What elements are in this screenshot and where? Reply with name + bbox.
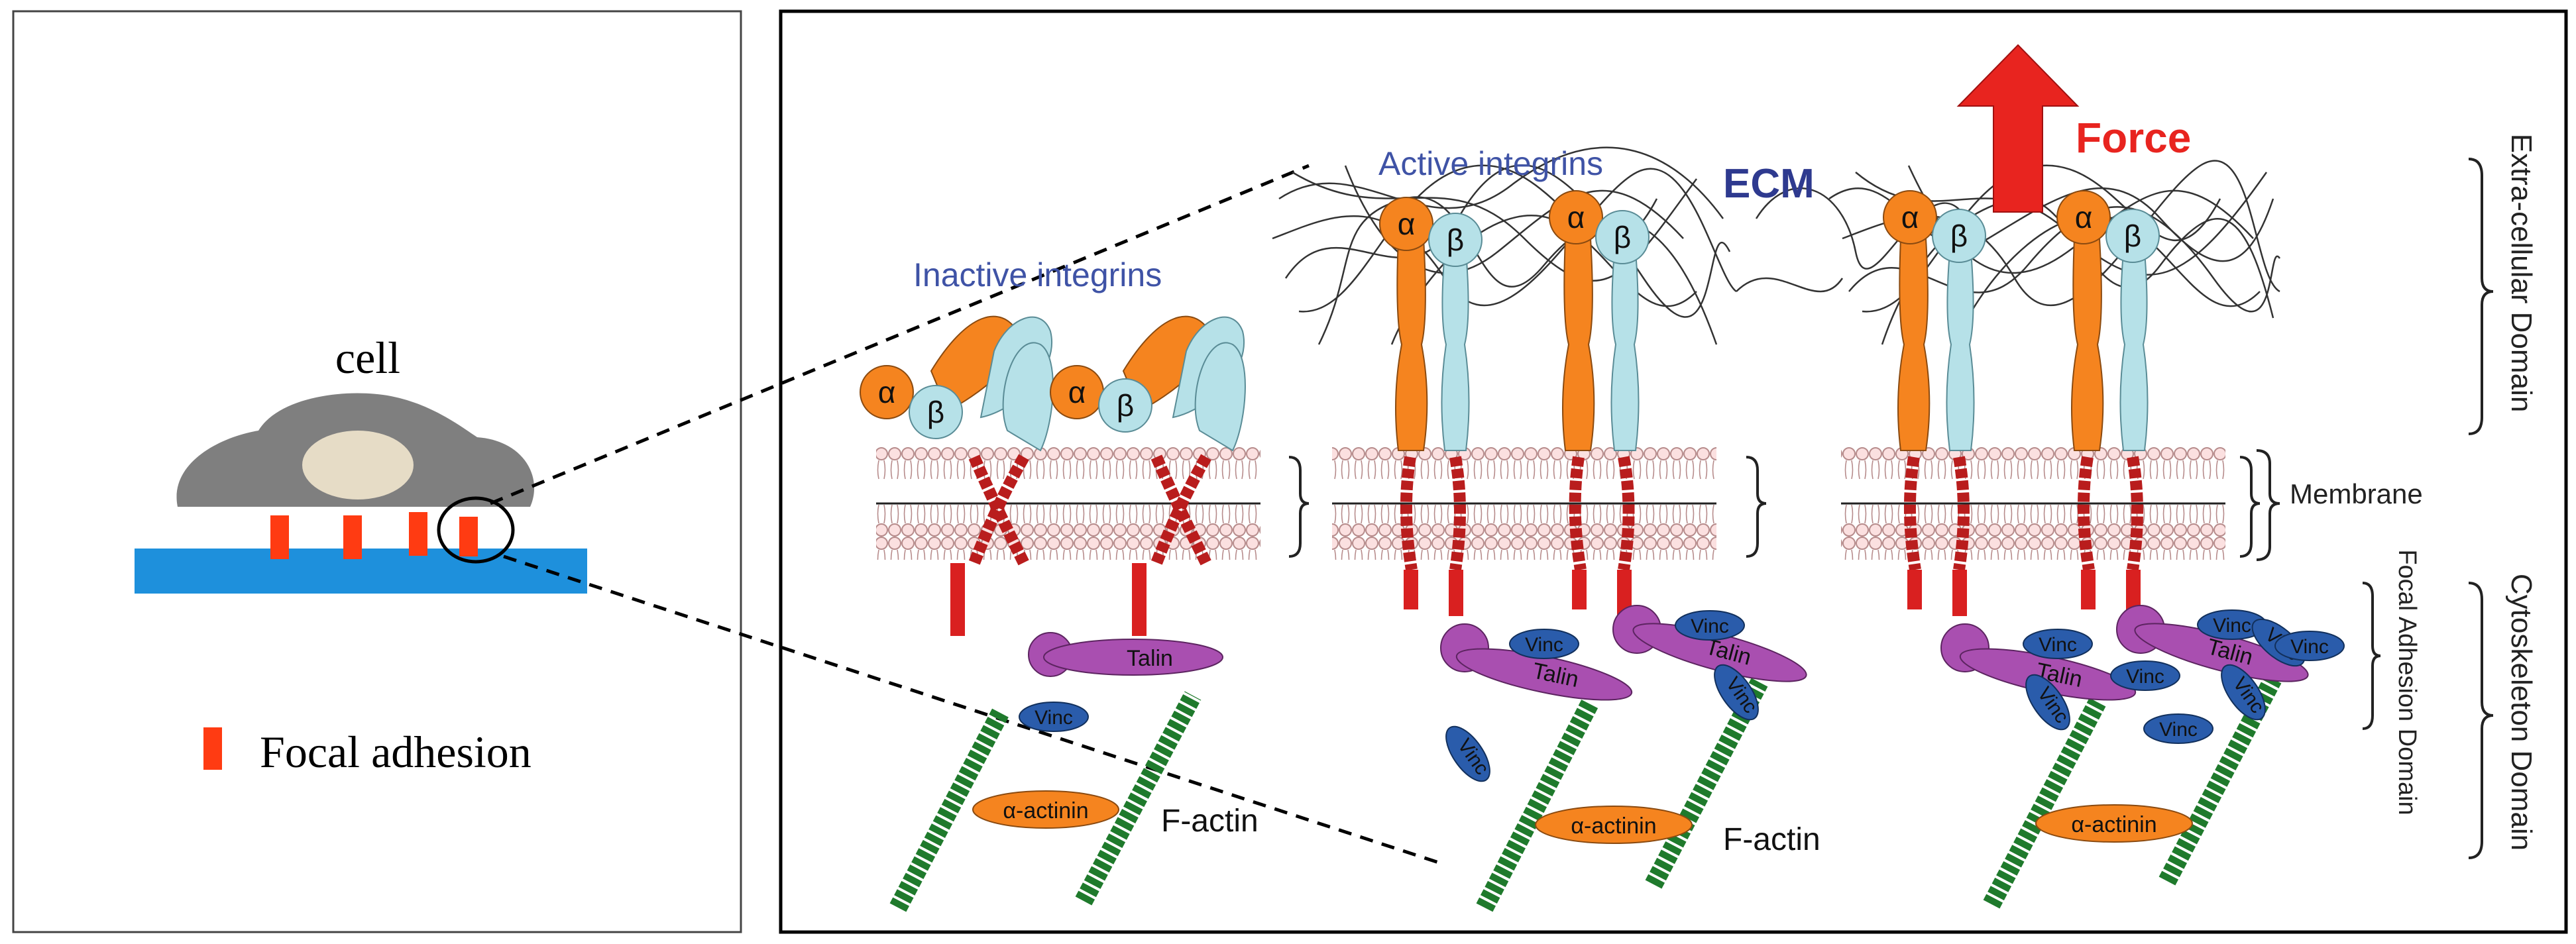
- legend-swatch: [203, 727, 222, 770]
- beta-label: β: [1117, 388, 1134, 423]
- alpha-label: α: [1901, 200, 1919, 235]
- alpha-label: α: [1567, 200, 1585, 235]
- vinc-label: Vinc: [2290, 636, 2329, 658]
- left-panel: cell Focal adhesion: [12, 10, 742, 933]
- legend-label: Focal adhesion: [260, 727, 532, 777]
- cell-label: cell: [335, 333, 400, 383]
- alpha-label: α: [1398, 207, 1416, 241]
- vinc-label: Vinc: [2039, 634, 2077, 656]
- inactive-integrins-label: Inactive integrins: [913, 256, 1162, 293]
- zoom-line-top: [490, 164, 1310, 505]
- beta-label: β: [1950, 219, 1968, 253]
- actinin-label: α-actinin: [2071, 812, 2156, 837]
- force-label: Force: [2076, 114, 2191, 162]
- nucleus: [302, 431, 414, 499]
- active-integrin-3: α β: [1883, 190, 1986, 616]
- vinc-label: Vinc: [2213, 615, 2251, 637]
- beta-label: β: [927, 395, 944, 429]
- vinc-label: Vinc: [1525, 634, 1563, 656]
- active-integrin-1: α β: [1379, 197, 1483, 616]
- alpha-label: α: [1068, 375, 1086, 409]
- zoom-line-bottom: [503, 554, 1445, 866]
- right-panel: α β α β α β: [779, 9, 2568, 934]
- force-arrow: [1956, 44, 2080, 213]
- factin-label-2: F-actin: [1723, 822, 1820, 857]
- beta-label: β: [2124, 219, 2141, 253]
- ecm-label: ECM: [1723, 161, 1815, 207]
- active-integrin-4: α β: [2056, 190, 2160, 616]
- actinin-label: α-actinin: [1571, 813, 1656, 839]
- inactive-integrin-2: α β: [1050, 315, 1246, 636]
- alpha-label: α: [878, 375, 896, 409]
- focal-adhesion-1: [270, 515, 289, 559]
- right-panel-border: [779, 9, 2568, 934]
- vinc-label: Vinc: [1035, 707, 1073, 729]
- beta-label: β: [1614, 220, 1631, 254]
- extracellular-domain-label: Extra-cellular Domain: [2505, 134, 2538, 413]
- inactive-integrin-1: α β: [860, 315, 1054, 636]
- vinculin-group: Vinc Vinc Vinc Vinc Vinc Vinc Vinc Vinc …: [1019, 609, 2345, 782]
- vinc-label: Vinc: [1691, 615, 1729, 637]
- alpha-actinin-group: α-actinin α-actinin α-actinin: [972, 790, 2193, 844]
- focal-adhesion-4: [459, 517, 478, 556]
- vinc-label: Vinc: [2126, 666, 2164, 688]
- focal-adhesion-domain-label: Focal Adhesion Domain: [2393, 549, 2421, 815]
- focal-adhesion-2: [343, 515, 362, 559]
- talin-label: Talin: [1127, 646, 1173, 671]
- membrane-braces: [1288, 456, 2261, 558]
- zoom-circle: [437, 496, 515, 564]
- domain-braces: [2256, 158, 2494, 859]
- beta-label: β: [1447, 223, 1464, 257]
- alpha-label: α: [2075, 200, 2093, 235]
- membrane-label: Membrane: [2290, 478, 2423, 509]
- active-integrins-label: Active integrins: [1378, 145, 1603, 182]
- active-integrin-2: α β: [1549, 190, 1650, 616]
- factin-label-1: F-actin: [1161, 804, 1259, 839]
- actinin-label: α-actinin: [1003, 798, 1088, 823]
- vinc-label: Vinc: [2159, 719, 2198, 741]
- focal-adhesion-3: [409, 512, 427, 556]
- cytoskeleton-domain-label: Cytoskeleton Domain: [2505, 574, 2538, 851]
- talin-group: Talin Talin Talin Talin Talin: [1028, 605, 2309, 701]
